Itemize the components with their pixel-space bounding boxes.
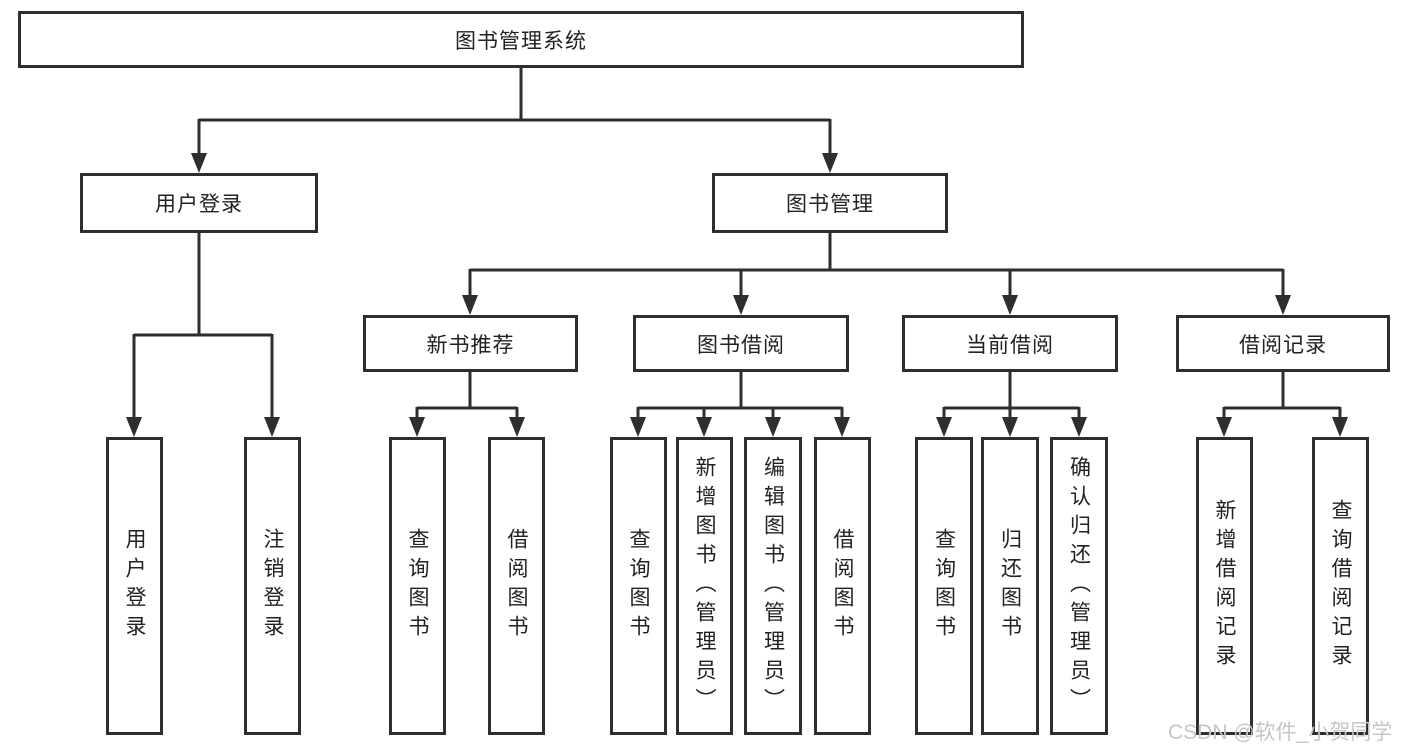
arrow-down-icon <box>191 153 207 173</box>
leaf-records-add-record: 新增借阅记录 <box>1196 437 1253 735</box>
leaf-current-confirm-return-admin: 确认归还（管理员） <box>1050 437 1108 735</box>
leaf-current-return-book: 归还图书 <box>981 437 1039 735</box>
leaf-records-add-record-label: 新增借阅记录 <box>1213 499 1237 673</box>
arrow-down-icon <box>126 417 142 437</box>
arrow-down-icon <box>264 417 280 437</box>
arrow-down-icon <box>733 295 749 315</box>
node-user-login-label: 用户登录 <box>155 193 243 216</box>
node-borrowing-records-label: 借阅记录 <box>1239 333 1327 357</box>
arrow-down-icon <box>509 417 525 437</box>
connector-book-borrowing <box>630 372 850 437</box>
node-book-borrowing-label: 图书借阅 <box>697 333 785 357</box>
leaf-user-login: 用户登录 <box>106 437 163 735</box>
arrow-down-icon <box>462 295 478 315</box>
leaf-records-query-record-label: 查询借阅记录 <box>1329 499 1353 673</box>
arrow-down-icon <box>1216 417 1232 437</box>
leaf-records-query-record: 查询借阅记录 <box>1312 437 1369 735</box>
connector-user-login <box>126 233 280 437</box>
leaf-user-login-label: 用户登录 <box>123 528 147 644</box>
leaf-recommend-query-book-label: 查询图书 <box>406 528 430 644</box>
arrow-down-icon <box>696 417 712 437</box>
arrow-down-icon <box>822 153 838 173</box>
csdn-watermark: CSDN @软件_小贺同学 <box>1168 721 1393 744</box>
node-book-management: 图书管理 <box>712 173 948 233</box>
leaf-current-return-book-label: 归还图书 <box>998 528 1022 644</box>
leaf-borrow-add-book-admin-label: 新增图书（管理员） <box>693 455 717 717</box>
connector-root <box>191 67 838 173</box>
leaf-recommend-borrow-book: 借阅图书 <box>488 437 545 735</box>
node-new-book-recommend: 新书推荐 <box>363 315 578 372</box>
arrow-down-icon <box>409 417 425 437</box>
node-user-login: 用户登录 <box>80 173 318 233</box>
leaf-borrow-borrow-book: 借阅图书 <box>814 437 871 735</box>
arrow-down-icon <box>936 417 952 437</box>
arrow-down-icon <box>1071 417 1087 437</box>
leaf-borrow-edit-book-admin: 编辑图书（管理员） <box>744 437 802 735</box>
arrow-down-icon <box>630 417 646 437</box>
node-book-borrowing: 图书借阅 <box>633 315 849 372</box>
node-new-book-recommend-label: 新书推荐 <box>426 333 515 357</box>
connector-new-book-recommend <box>409 372 525 437</box>
leaf-borrow-borrow-book-label: 借阅图书 <box>831 528 855 644</box>
arrow-down-icon <box>834 417 850 437</box>
node-root-label: 图书管理系统 <box>455 29 587 53</box>
leaf-recommend-borrow-book-label: 借阅图书 <box>505 528 529 644</box>
leaf-borrow-query-book: 查询图书 <box>610 437 667 735</box>
arrow-down-icon <box>1002 417 1018 437</box>
node-current-borrowing: 当前借阅 <box>902 315 1118 372</box>
connector-current-borrowing <box>936 372 1087 437</box>
leaf-current-confirm-return-admin-label: 确认归还（管理员） <box>1067 455 1091 717</box>
leaf-borrow-edit-book-admin-label: 编辑图书（管理员） <box>761 455 785 717</box>
arrow-down-icon <box>1002 295 1018 315</box>
connector-borrowing-records <box>1216 372 1348 437</box>
leaf-borrow-query-book-label: 查询图书 <box>627 528 651 644</box>
node-book-management-label: 图书管理 <box>786 193 874 216</box>
connector-book-management <box>462 233 1291 315</box>
arrow-down-icon <box>765 417 781 437</box>
leaf-logout-label: 注销登录 <box>261 528 285 644</box>
leaf-recommend-query-book: 查询图书 <box>389 437 446 735</box>
arrow-down-icon <box>1275 295 1291 315</box>
leaf-borrow-add-book-admin: 新增图书（管理员） <box>676 437 733 735</box>
arrow-down-icon <box>1332 417 1348 437</box>
node-borrowing-records: 借阅记录 <box>1176 315 1390 372</box>
leaf-logout: 注销登录 <box>244 437 301 735</box>
leaf-current-query-book-label: 查询图书 <box>932 528 956 644</box>
leaf-current-query-book: 查询图书 <box>915 437 973 735</box>
node-root: 图书管理系统 <box>18 11 1024 68</box>
node-current-borrowing-label: 当前借阅 <box>966 333 1054 357</box>
